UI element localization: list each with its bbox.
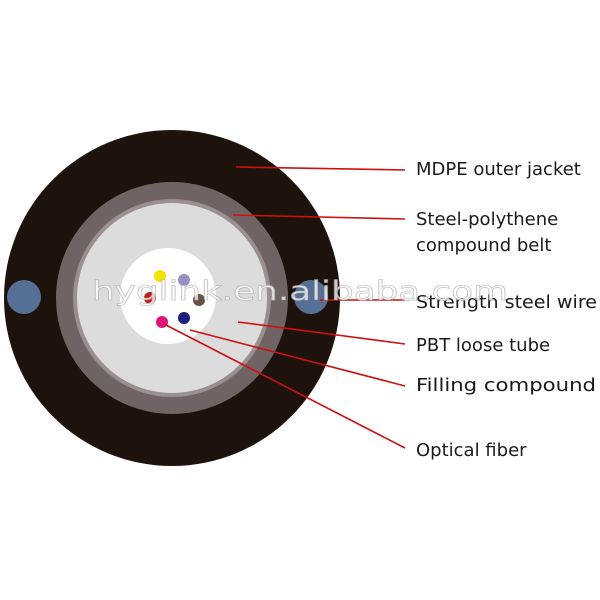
strength-steel-wire-left: [7, 280, 41, 314]
leader-line-filling: [189, 329, 406, 387]
leader-line-fiber: [163, 323, 406, 449]
label-strength-wire: Strength steel wire: [416, 292, 597, 313]
optical-fiber-yellow: [154, 270, 166, 282]
label-compound-belt-line1: Steel-polythene: [416, 209, 558, 230]
label-filling-compound: Filling compound: [416, 375, 596, 396]
optical-fiber-red: [144, 292, 156, 304]
label-compound-belt-line2: compound belt: [416, 235, 551, 256]
optical-fiber-violet: [178, 274, 190, 286]
strength-steel-wire-right: [294, 280, 328, 314]
component-labels: MDPE outer jacket Steel-polythene compou…: [416, 159, 597, 461]
leader-line-outer-jacket: [235, 166, 406, 171]
leader-line-compound-belt: [232, 214, 406, 220]
leader-line-loose-tube: [237, 321, 406, 345]
cable-cross-section: [4, 130, 340, 466]
watermark-text: hyglink.en.alibaba.com: [92, 276, 508, 307]
label-outer-jacket: MDPE outer jacket: [416, 159, 581, 180]
label-loose-tube: PBT loose tube: [416, 335, 550, 356]
optical-fiber-brown: [193, 294, 205, 306]
optical-fiber-blue: [178, 312, 190, 324]
optical-fiber-magenta: [156, 316, 168, 328]
leader-lines: [163, 166, 406, 449]
optical-fibers: [144, 270, 205, 328]
filling-compound: [120, 248, 216, 344]
label-optical-fiber: Optical fiber: [416, 440, 527, 461]
